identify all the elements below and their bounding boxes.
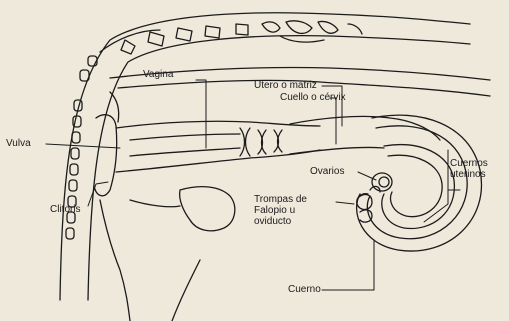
- spine-vertebrae: [100, 21, 362, 54]
- vagina-tube-upper: [116, 121, 320, 128]
- label-cuello: Cuello o cérvix: [280, 92, 346, 103]
- label-vulva: Vulva: [6, 138, 31, 149]
- label-clitoris: Clitoris: [50, 204, 81, 215]
- label-vagina: Vagina: [143, 69, 173, 80]
- faint-background-text: [118, 284, 448, 298]
- label-trompas: Trompas de Falopio u oviducto: [254, 194, 307, 227]
- uterine-horn-outer: [357, 115, 482, 251]
- vagina-tube-lower: [116, 150, 320, 172]
- uterine-horn-outer-inner: [367, 126, 467, 239]
- label-utero: Utero o matriz: [254, 80, 317, 91]
- label-cuernos-uterinos: Cuernos uterinos: [450, 158, 488, 180]
- lower-organ: [180, 187, 235, 231]
- uterine-horn-inner-2: [388, 155, 442, 216]
- leader-lines: [46, 80, 460, 290]
- oviduct-coils: [357, 186, 380, 222]
- hind-leg-outline: [100, 200, 130, 321]
- label-ovarios: Ovarios: [310, 166, 344, 177]
- cervix-rings: [240, 128, 282, 156]
- label-cuerno: Cuerno: [288, 284, 321, 295]
